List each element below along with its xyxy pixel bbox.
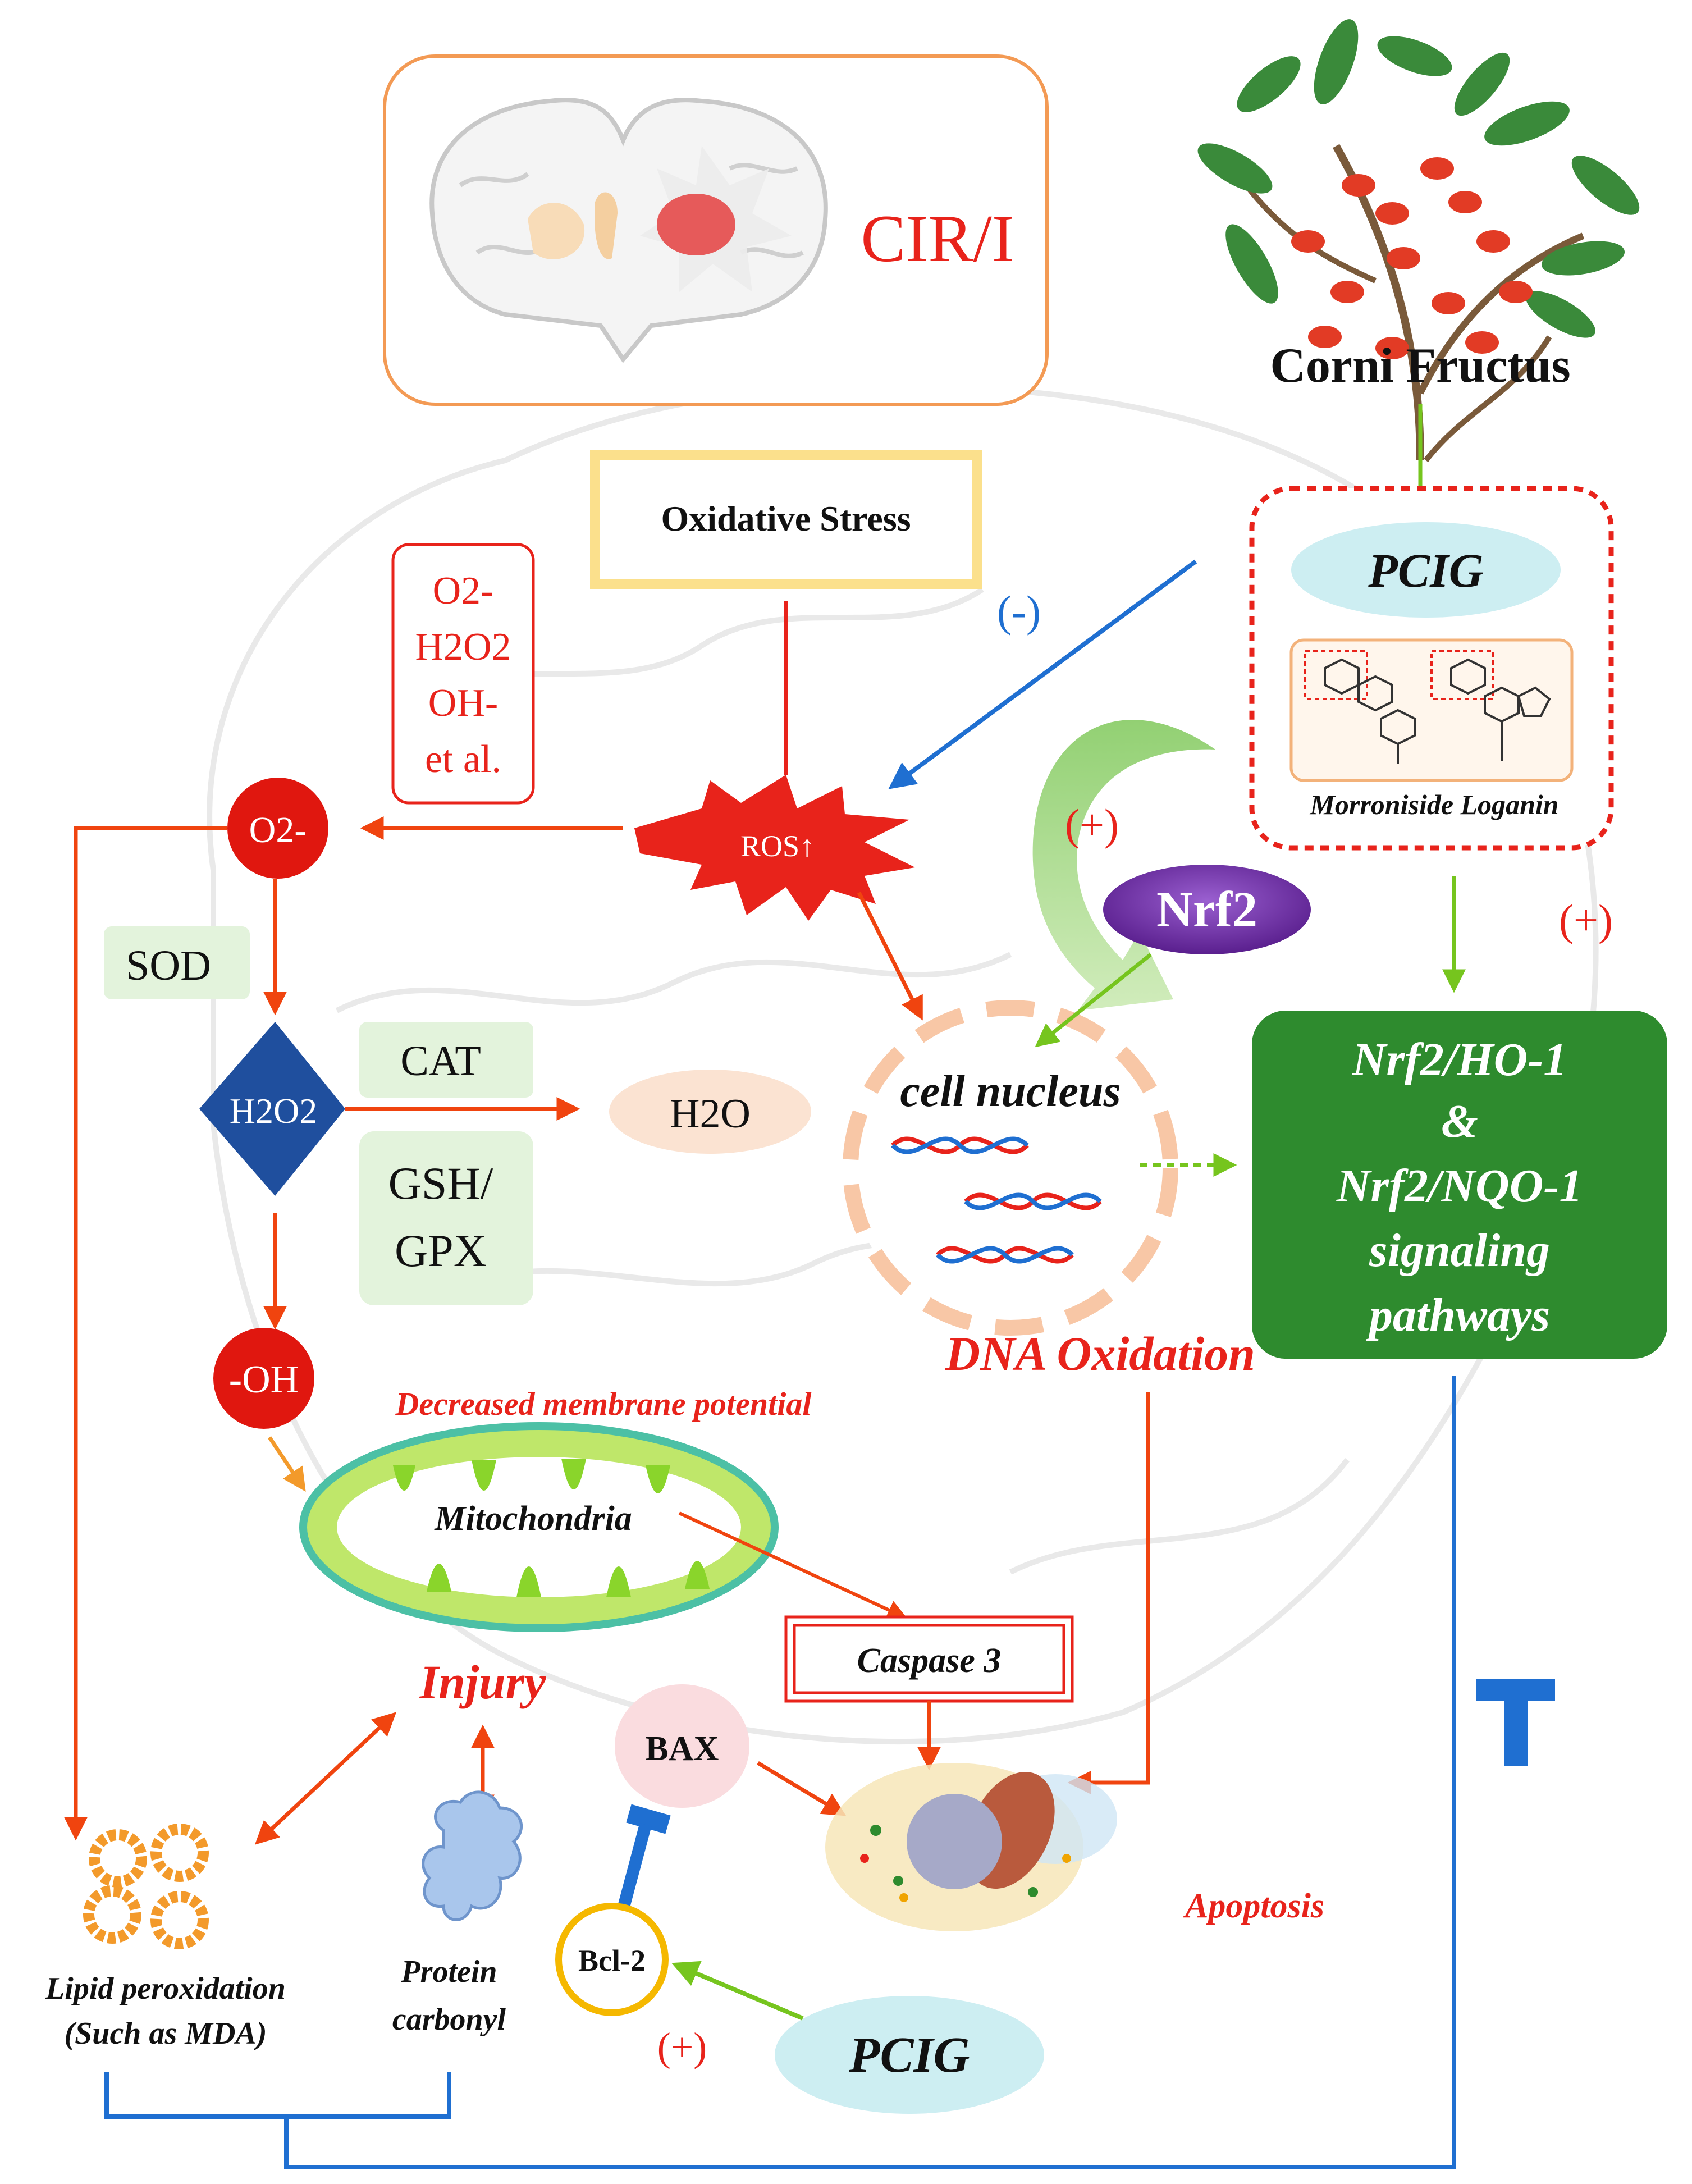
ros-burst (634, 775, 915, 921)
outcome-bracket (104, 2072, 451, 2119)
promote-nrf2-marker: (+) (1065, 800, 1119, 849)
nucleus-label: cell nucleus (900, 1067, 1121, 1116)
oxidative-stress-label: Oxidative Stress (661, 499, 911, 538)
bcl2-label: Bcl-2 (578, 1944, 646, 1977)
compounds-label: Morroniside Loganin (1309, 789, 1558, 820)
h2o2-node (199, 1022, 345, 1196)
pcig-bottom-badge (775, 1996, 1044, 2114)
inhibition-tbar-icon (1476, 1679, 1555, 1766)
corni-fructus-plant-icon (1197, 19, 1640, 463)
apoptotic-cell-icon (825, 1763, 1117, 1931)
hydroxyl-node (213, 1328, 314, 1429)
bcl2-node (555, 1903, 669, 2016)
inhibition-connector (284, 1376, 1456, 2169)
apoptosis-label: Apoptosis (1183, 1887, 1324, 1925)
pathway-line-3: Nrf2/NQO-1 (1336, 1160, 1583, 1212)
hydroxyl-label: -OH (229, 1358, 299, 1401)
membrane-label: Decreased membrane potential (395, 1386, 812, 1422)
ros-species-2: H2O2 (415, 625, 511, 669)
infarct-lesion (657, 194, 735, 255)
sod-box (104, 926, 250, 999)
mitochondria-label: Mitochondria (434, 1500, 632, 1538)
nrf2-label: Nrf2 (1156, 882, 1257, 938)
pathway-line-4: signaling (1369, 1224, 1550, 1277)
bax-label: BAX (646, 1730, 719, 1768)
dna-oxidation-label: DNA Oxidation (945, 1327, 1255, 1381)
superoxide-node (227, 778, 328, 879)
injury-label: Injury (419, 1655, 546, 1709)
cat-label: CAT (400, 1038, 481, 1085)
oxidative-stress-box (590, 450, 982, 589)
compound-structures-panel (1289, 638, 1574, 782)
ros-species-4: et al. (425, 738, 501, 781)
lipid-peroxidation-icon (83, 1824, 209, 1949)
condition-label: CIR/I (861, 201, 1014, 276)
gpx-label: GPX (395, 1225, 487, 1276)
promote-sweep-arrow (1032, 720, 1215, 1011)
ros-species-box (391, 543, 535, 805)
pcig-bottom-label: PCIG (848, 2027, 970, 2083)
bax-node (615, 1684, 749, 1808)
mitochondria-icon (299, 1422, 779, 1632)
protein-label-2: carbonyl (392, 2002, 506, 2037)
ros-species-3: OH- (428, 682, 498, 725)
caspase-label: Caspase 3 (857, 1642, 1002, 1680)
superoxide-label: O2- (249, 810, 307, 851)
water-node (609, 1070, 811, 1154)
pathway-line-5: pathways (1366, 1289, 1550, 1341)
bcl2-inhibit-tbar-icon (617, 1804, 671, 1911)
promote-pathway-marker: (+) (1559, 895, 1613, 944)
cat-box (359, 1022, 533, 1098)
plant-name: Corni Fructus (1270, 339, 1570, 393)
h2o2-label: H2O2 (230, 1091, 317, 1131)
inhibit-marker: (-) (997, 587, 1041, 636)
ros-label: ROS↑ (740, 829, 815, 863)
lipid-label-2: (Such as MDA) (65, 2016, 267, 2051)
pathway-box (1252, 1011, 1667, 1359)
lipid-label-1: Lipid peroxidation (45, 1971, 286, 2006)
pathway-line-1: Nrf2/HO-1 (1352, 1034, 1567, 1086)
dna-helix-icon (891, 1136, 1102, 1264)
cell-nucleus-ring (843, 1000, 1178, 1336)
water-label: H2O (670, 1091, 751, 1137)
nrf2-node (1103, 865, 1311, 954)
protein-carbonyl-icon (422, 1790, 523, 1921)
pathway-line-2: & (1441, 1095, 1478, 1148)
coronal-brain-icon (429, 98, 828, 363)
gsh-gpx-box (359, 1131, 533, 1305)
chemical-structures-icon (1304, 650, 1551, 764)
gsh-label: GSH/ (388, 1158, 493, 1209)
pcig-top-badge (1291, 522, 1561, 618)
promote-bcl2-marker: (+) (657, 2025, 707, 2069)
pcig-top-label: PCIG (1368, 543, 1483, 597)
ros-species-1: O2- (433, 569, 494, 613)
sod-label: SOD (126, 942, 211, 989)
protein-label-1: Protein (400, 1954, 497, 1989)
